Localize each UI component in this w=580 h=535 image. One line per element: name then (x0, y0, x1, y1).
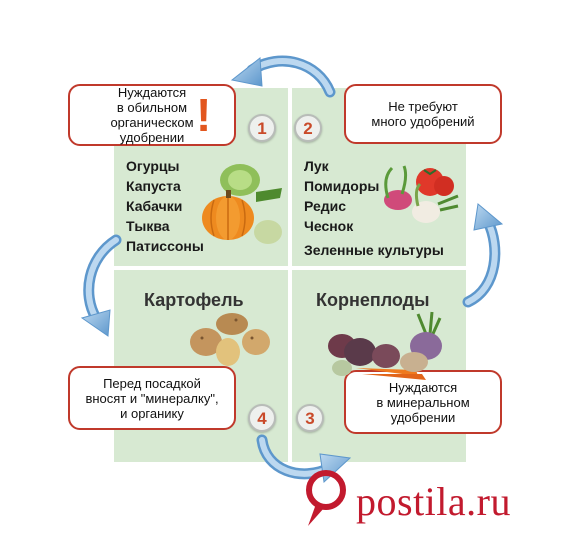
callout-4-line-1: Перед посадкой (103, 375, 201, 391)
callout-1-line-2: в обильном (116, 100, 188, 115)
horizontal-divider (114, 266, 466, 270)
crop-item: Чеснок (304, 218, 354, 234)
crop-item: Кабачки (126, 198, 183, 214)
callout-quadrant-1: Нуждаются в обильном органическом удобре… (68, 84, 236, 146)
callout-quadrant-2: Не требуют много удобрений (344, 84, 502, 144)
callout-3-line-1: Нуждаются (388, 379, 458, 395)
cycle-arrow-icon (230, 55, 336, 98)
crop-item: Редис (304, 198, 347, 214)
pumpkin-icon (202, 164, 282, 244)
quadrant-4-label: Картофель (144, 290, 244, 310)
callout-2-line-2: много удобрений (371, 114, 475, 129)
crop-item: Лук (304, 158, 329, 174)
callout-3-line-2: в минеральном (376, 394, 470, 410)
crop-item: Патиссоны (126, 238, 204, 254)
callout-4-line-2: вносят и "минералку", (85, 390, 219, 406)
quadrant-3-label: Корнеплоды (316, 290, 430, 310)
pin-icon (306, 470, 346, 526)
potato-icon (190, 313, 270, 366)
quadrant-2-crop-list: Лук Помидоры Редис Чеснок Зеленные культ… (304, 156, 444, 260)
callout-1-line-4: удобрении (119, 130, 185, 145)
crop-item: Огурцы (126, 158, 180, 174)
callout-quadrant-4: Перед посадкой вносят и "минералку", и о… (68, 366, 236, 430)
vertical-divider (288, 88, 292, 462)
quadrant-3-number: 3 (296, 404, 324, 432)
exclamation-mark: ! (196, 89, 212, 141)
crop-item: Капуста (126, 178, 181, 194)
callout-quadrant-3: Нуждаются в минеральном удобрении (344, 370, 502, 434)
callout-2-line-1: Не требуют (388, 99, 458, 114)
cycle-arrow-icon (80, 234, 122, 337)
tomato-icon (384, 165, 459, 223)
crop-item: Зеленные культуры (304, 242, 444, 258)
root-vegetables-icon (328, 311, 442, 380)
callout-1-line-3: органическом (110, 115, 194, 130)
crop-item: Помидоры (304, 178, 380, 194)
quadrant-1-crop-list: Огурцы Капуста Кабачки Тыква Патиссоны (126, 156, 204, 256)
callout-4-line-3: и органику (120, 405, 184, 421)
quadrant-2-number: 2 (294, 114, 322, 142)
quadrant-4-number: 4 (248, 404, 276, 432)
crop-item: Тыква (126, 218, 170, 234)
watermark-text: postila.ru (356, 479, 511, 524)
quadrant-1-number: 1 (248, 114, 276, 142)
cycle-arrow-icon (462, 203, 504, 308)
callout-1-line-1: Нуждаются (117, 85, 187, 100)
callout-3-line-3: удобрении (390, 409, 456, 425)
